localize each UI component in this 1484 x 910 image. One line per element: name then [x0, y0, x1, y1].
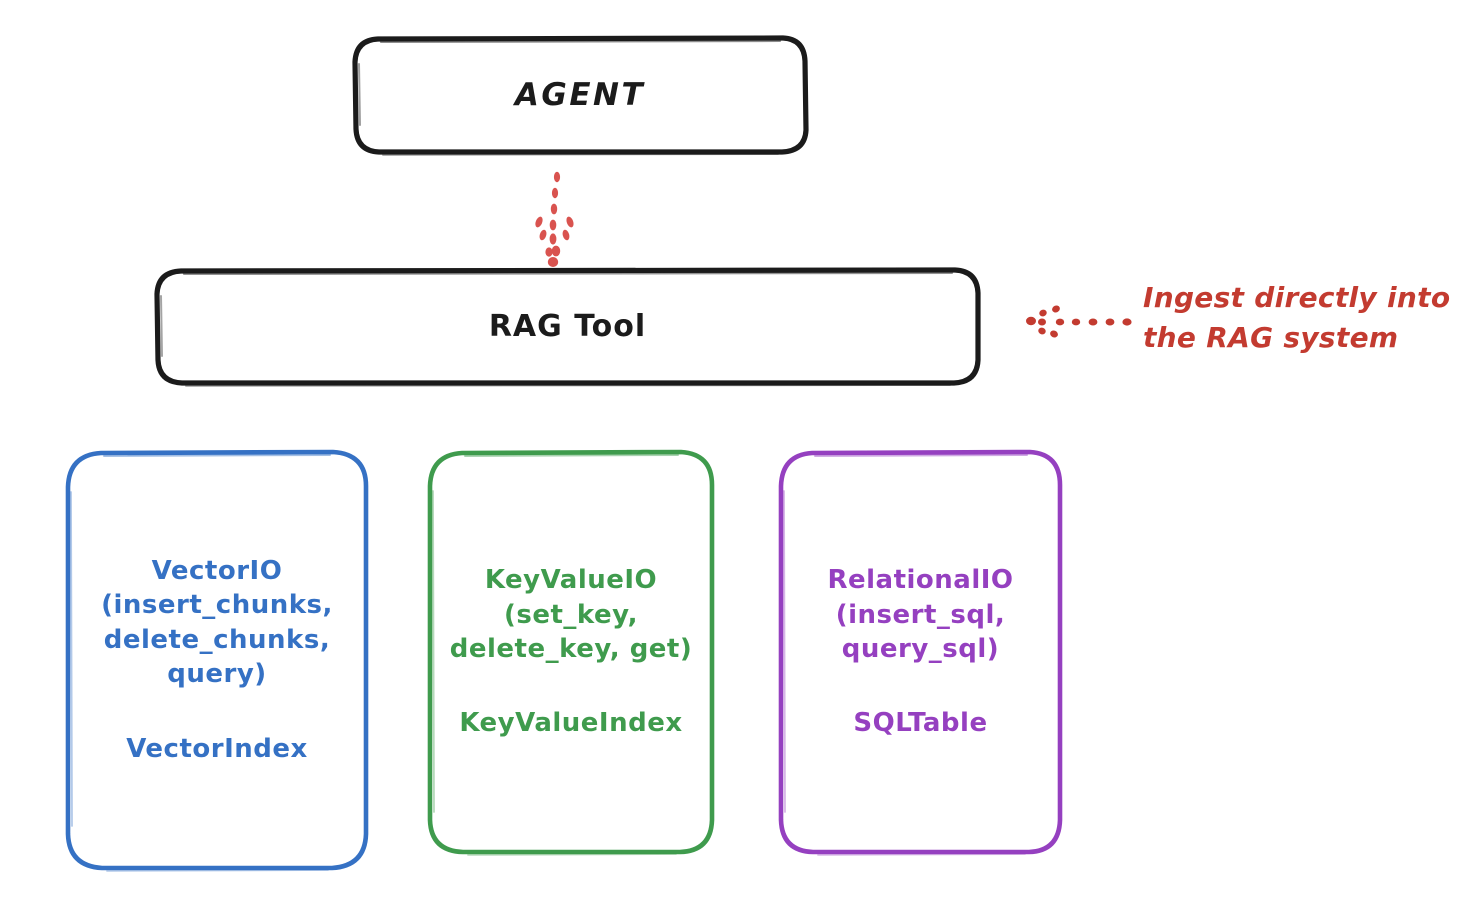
- agent-node-label: AGENT: [514, 77, 646, 113]
- rag-tool-node-label: RAG Tool: [488, 309, 647, 344]
- vector-io-index-label: VectorIndex: [126, 733, 308, 764]
- ingest-annotation-arrow: [1026, 305, 1132, 338]
- key-value-io-index-label: KeyValueIndex: [459, 708, 683, 739]
- key-value-io-api-label: KeyValueIO (set_key, delete_key, get): [449, 565, 693, 664]
- key-value-io-node-label: KeyValueIO (set_key, delete_key, get) Ke…: [430, 452, 712, 852]
- ingest-annotation-text: Ingest directly into the RAG system: [1143, 281, 1451, 354]
- vector-io-api-label: VectorIO (insert_chunks, delete_chunks, …: [101, 556, 333, 689]
- relational-io-node-label: RelationalIO (insert_sql, query_sql) SQL…: [781, 452, 1060, 852]
- agent-to-rag-tool-arrow: [535, 171, 574, 267]
- relational-io-api-label: RelationalIO (insert_sql, query_sql): [827, 565, 1014, 664]
- vector-io-node-label: VectorIO (insert_chunks, delete_chunks, …: [68, 452, 366, 868]
- relational-io-index-label: SQLTable: [853, 708, 988, 739]
